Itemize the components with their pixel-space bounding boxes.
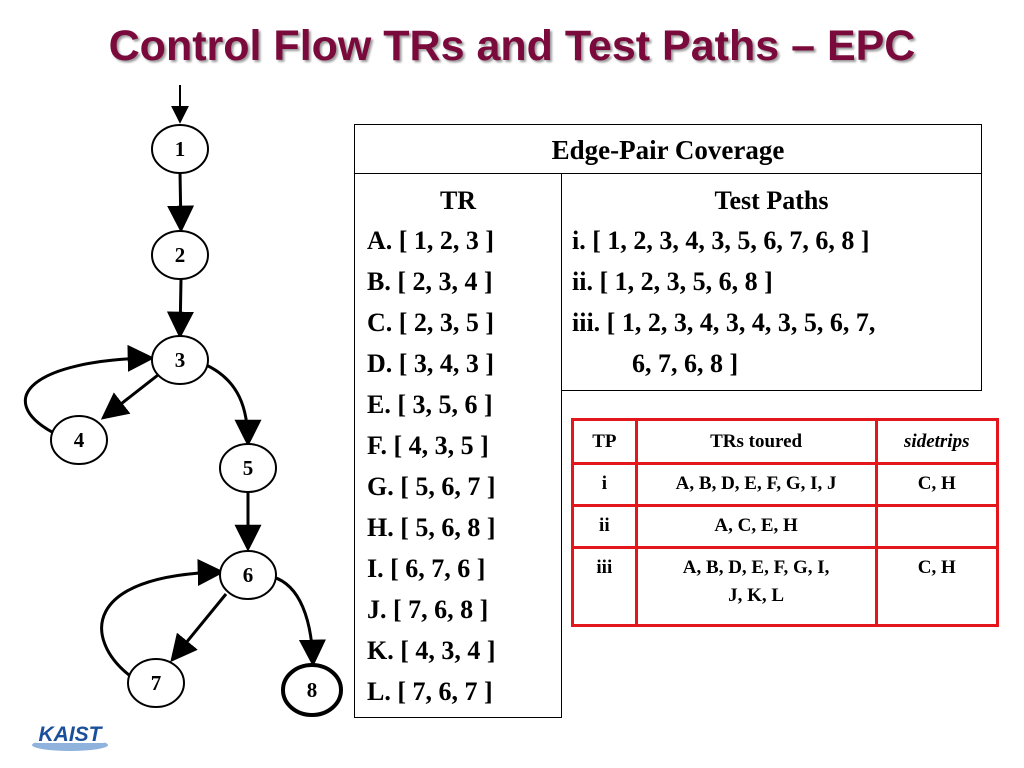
- tr-header: TR: [439, 186, 477, 215]
- svg-text:8: 8: [307, 678, 318, 702]
- edge-6-7: [170, 593, 228, 663]
- svg-text:7: 7: [151, 671, 162, 695]
- header-trs-toured: TRs toured: [634, 418, 878, 465]
- svg-text:4: 4: [74, 428, 85, 452]
- table-row: i A, B, D, E, F, G, I, J C, H: [571, 462, 1000, 507]
- tr-item: C. [ 2, 3, 5 ]: [367, 308, 495, 337]
- test-path-line: iii. [ 1, 2, 3, 4, 3, 4, 3, 5, 6, 7,: [572, 308, 876, 337]
- svg-text:2: 2: [175, 243, 186, 267]
- tr-item: K. [ 4, 3, 4 ]: [367, 636, 496, 665]
- tr-item: H. [ 5, 6, 8 ]: [367, 513, 496, 542]
- cell-toured: A, B, D, E, F, G, I, J: [634, 462, 878, 507]
- test-path-line: ii. [ 1, 2, 3, 5, 6, 8 ]: [572, 267, 773, 296]
- cell-toured: A, B, D, E, F, G, I, J, K, L: [634, 546, 878, 627]
- tr-item: A. [ 1, 2, 3 ]: [367, 226, 495, 255]
- svg-text:5: 5: [243, 456, 254, 480]
- cell-tp: i: [571, 462, 638, 507]
- tr-item: L. [ 7, 6, 7 ]: [367, 677, 493, 706]
- test-path-line: i. [ 1, 2, 3, 4, 3, 5, 6, 7, 6, 8 ]: [572, 226, 870, 255]
- cell-toured-line: A, B, D, E, F, G, I,: [682, 557, 830, 578]
- tr-item: D. [ 3, 4, 3 ]: [367, 349, 495, 378]
- header-sidetrips: sidetrips: [874, 418, 1000, 465]
- tr-item: B. [ 2, 3, 4 ]: [367, 267, 493, 296]
- edge-1-2: [167, 171, 195, 233]
- svg-text:KAIST: KAIST: [39, 723, 104, 746]
- cell-tp: iii: [571, 546, 638, 627]
- cell-toured-line: J, K, L: [728, 585, 785, 606]
- test-paths-column: Test Paths i. [ 1, 2, 3, 4, 3, 5, 6, 7, …: [561, 174, 982, 391]
- edge-pair-coverage-table: Edge-Pair Coverage TR A. [ 1, 2, 3 ] B. …: [354, 124, 982, 718]
- edge-2-3: [166, 278, 194, 339]
- cell-tp: ii: [571, 504, 638, 549]
- slide-title: Control Flow TRs and Test Paths – EPC: [108, 22, 916, 70]
- tr-item: G. [ 5, 6, 7 ]: [367, 472, 496, 501]
- tr-item: J. [ 7, 6, 8 ]: [367, 595, 489, 624]
- tr-item: E. [ 3, 5, 6 ]: [367, 390, 493, 419]
- svg-text:6: 6: [243, 563, 254, 587]
- test-paths-header: Test Paths: [714, 186, 829, 215]
- edge-3-4: [100, 373, 159, 420]
- node-1: 1: [151, 124, 209, 174]
- svg-text:3: 3: [175, 348, 186, 372]
- node-6: 6: [219, 550, 277, 600]
- cell-sidetrips: [874, 504, 1000, 549]
- tr-item: I. [ 6, 7, 6 ]: [367, 554, 486, 583]
- header-tp: TP: [571, 418, 638, 465]
- svg-text:1: 1: [175, 137, 186, 161]
- test-path-line-continued: 6, 7, 6, 8 ]: [632, 349, 739, 378]
- node-3: 3: [151, 335, 209, 385]
- cell-sidetrips: C, H: [874, 462, 1000, 507]
- node-8-final: 8: [281, 663, 343, 717]
- table-row: iii A, B, D, E, F, G, I, J, K, L C, H: [571, 546, 1000, 627]
- epc-header: Edge-Pair Coverage: [354, 124, 982, 174]
- tours-table-header-row: TP TRs toured sidetrips: [571, 418, 1000, 465]
- edge-4-3: [23, 344, 155, 434]
- kaist-logo: KAIST: [32, 721, 108, 751]
- node-5: 5: [219, 443, 277, 493]
- node-7: 7: [127, 658, 185, 708]
- node-4: 4: [50, 415, 108, 465]
- table-row: ii A, C, E, H: [571, 504, 1000, 549]
- tours-table: TP TRs toured sidetrips i A, B, D, E, F,…: [571, 418, 1000, 627]
- tr-item: F. [ 4, 3, 5 ]: [367, 431, 489, 460]
- edge-3-5: [203, 362, 262, 447]
- edge-6-8: [272, 575, 326, 667]
- edge-7-6: [100, 559, 225, 677]
- node-2: 2: [151, 230, 209, 280]
- tr-column: TR A. [ 1, 2, 3 ] B. [ 2, 3, 4 ] C. [ 2,…: [354, 174, 562, 718]
- cell-sidetrips: C, H: [874, 546, 1000, 627]
- cell-toured: A, C, E, H: [634, 504, 878, 549]
